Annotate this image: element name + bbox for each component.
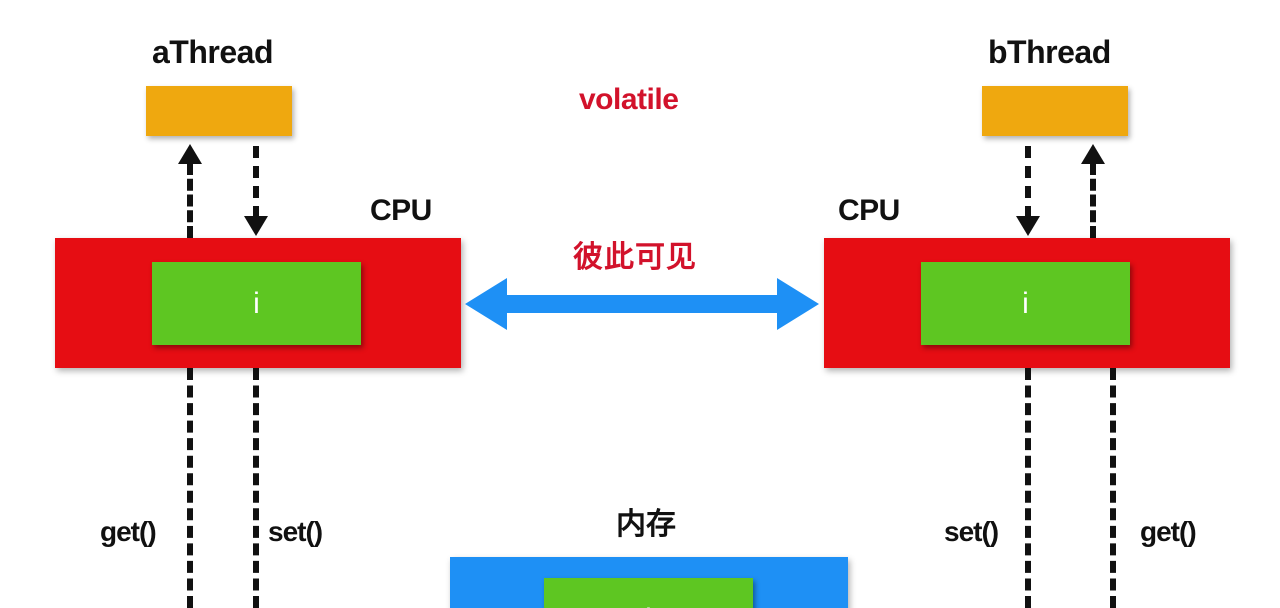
bidirectional-visibility-arrow-icon (465, 278, 819, 335)
mutual-visibility-label: 彼此可见 (573, 241, 697, 274)
left-cpu-label: CPU (370, 194, 432, 227)
left-get-dash-lower (187, 368, 193, 608)
left-cpu-variable-box: i (152, 262, 361, 345)
left-set-arrowhead-icon (244, 216, 268, 236)
right-get-arrowhead-icon (1081, 144, 1105, 164)
right-cpu-label: CPU (838, 194, 900, 227)
right-set-dash-upper (1025, 146, 1031, 218)
memory-label: 内存 (616, 508, 676, 541)
left-thread-label: aThread (152, 34, 273, 70)
left-set-label: set() (268, 516, 323, 547)
memory-variable-text: i (645, 604, 652, 608)
left-cpu-variable-text: i (253, 286, 260, 320)
right-set-arrowhead-icon (1016, 216, 1040, 236)
right-get-dash-lower (1110, 368, 1116, 608)
memory-variable-box: i (544, 578, 753, 608)
left-get-arrowhead-icon (178, 144, 202, 164)
right-set-label: set() (944, 516, 999, 547)
right-cpu-variable-text: i (1022, 286, 1029, 320)
right-thread-label: bThread (988, 34, 1111, 70)
left-get-dash-upper (187, 163, 193, 238)
left-get-label: get() (100, 516, 157, 547)
right-thread-box (982, 86, 1128, 136)
right-cpu-variable-box: i (921, 262, 1130, 345)
right-get-label: get() (1140, 516, 1197, 547)
left-set-dash-upper (253, 146, 259, 218)
left-set-dash-lower (253, 368, 259, 608)
right-set-dash-lower (1025, 368, 1031, 608)
right-get-dash-upper (1090, 163, 1096, 238)
left-thread-box (146, 86, 292, 136)
volatile-keyword-label: volatile (579, 83, 679, 116)
